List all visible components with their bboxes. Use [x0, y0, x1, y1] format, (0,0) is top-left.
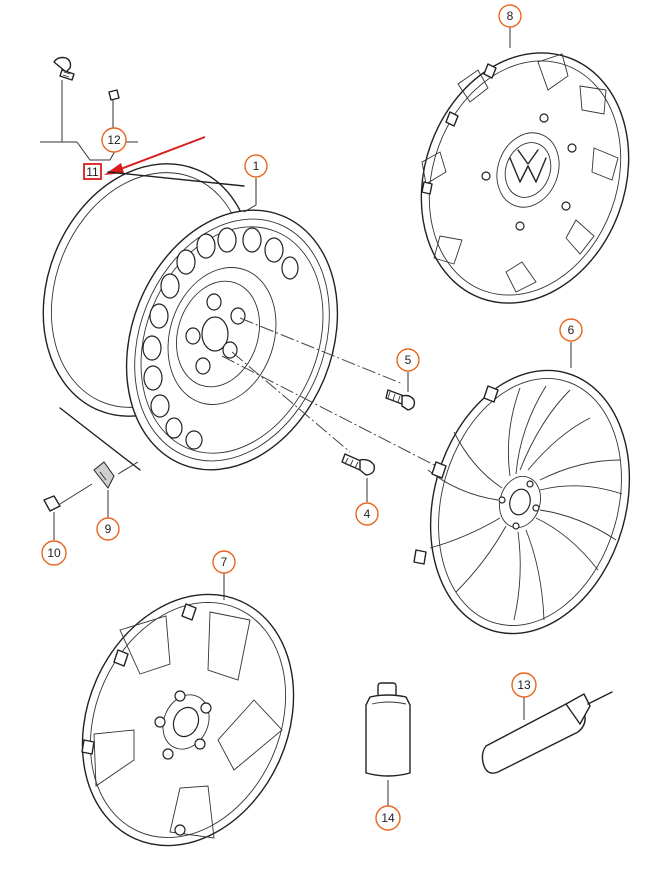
rim-vent-holes: [142, 227, 299, 450]
centerline-bolt-5: [239, 317, 404, 385]
wheel-bolt-4-part: [341, 453, 376, 476]
callout-5[interactable]: 5: [396, 348, 420, 372]
centerline-bolt-4: [231, 351, 351, 453]
callout-12[interactable]: 12: [101, 127, 127, 153]
leader-10: [53, 483, 93, 540]
wheel-cover-7-part: [81, 593, 295, 847]
callout-8[interactable]: 8: [498, 4, 522, 28]
callout-1-label: 1: [253, 159, 260, 173]
callout-1[interactable]: 1: [244, 154, 268, 178]
callout-11-label: 11: [86, 165, 99, 179]
callout-12-label: 12: [107, 133, 121, 147]
wheel-cover-6-part: [413, 369, 631, 635]
callout-4-label: 4: [364, 507, 371, 521]
steel-wheel-rim-part: [42, 163, 339, 471]
callout-7-label: 7: [221, 555, 228, 569]
valve-9-part: [93, 461, 115, 489]
callout-14[interactable]: 14: [375, 805, 401, 831]
callout-4[interactable]: 4: [355, 502, 379, 526]
callout-13-label: 13: [517, 678, 531, 692]
callout-9[interactable]: 9: [96, 517, 120, 541]
callout-9-label: 9: [105, 522, 112, 536]
valve-cap-10-part: [43, 495, 61, 512]
tube-13-part: [481, 691, 613, 774]
callout-10[interactable]: 10: [41, 540, 67, 566]
callout-5-label: 5: [405, 353, 412, 367]
callout-6[interactable]: 6: [559, 318, 583, 342]
wheel-bolt-part: [53, 56, 75, 81]
vw-emblem-upper-icon: [517, 149, 539, 165]
leader-1: [243, 178, 257, 213]
bolt-cap-part: [108, 89, 120, 101]
callout-6-label: 6: [568, 323, 575, 337]
callout-10-label: 10: [47, 546, 61, 560]
centerline-cover-6: [221, 355, 441, 469]
hubcap-8-part: [420, 52, 630, 304]
callout-13[interactable]: 13: [511, 672, 537, 698]
leader-9-rim: [117, 461, 139, 475]
wheel-bolt-5-part: [385, 389, 416, 411]
vw-emblem-icon: [509, 157, 547, 183]
highlight-box: [83, 163, 102, 180]
callout-8-label: 8: [507, 9, 514, 23]
highlight-callout-11[interactable]: 11: [83, 163, 102, 180]
callout-7[interactable]: 7: [212, 550, 236, 574]
callout-14-label: 14: [381, 811, 395, 825]
bottle-14-part: [365, 682, 411, 777]
